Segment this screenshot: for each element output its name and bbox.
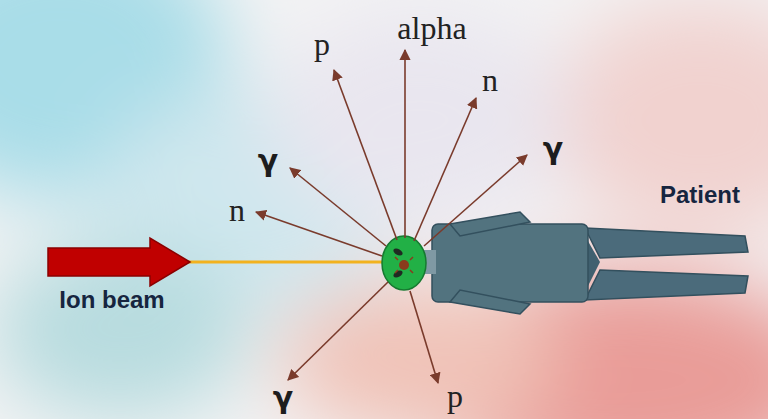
label-text: Patient — [660, 182, 740, 208]
particle-label: n — [482, 62, 498, 99]
beam-line — [188, 261, 386, 264]
figure-label: Ion beam — [59, 286, 164, 314]
particle-label: γ — [273, 380, 293, 415]
label-text: p — [314, 27, 330, 62]
particle-label: alpha — [397, 10, 466, 47]
figure-label: Patient — [660, 181, 740, 209]
label-text: Ion beam — [59, 287, 164, 313]
label-text: γ — [543, 132, 563, 165]
particle-label: p — [447, 378, 463, 415]
particle-label: n — [229, 192, 245, 229]
label-text: n — [482, 63, 498, 98]
label-text: γ — [258, 144, 278, 177]
particle-label: γ — [543, 131, 563, 166]
label-text: γ — [273, 381, 293, 414]
patient-figure — [382, 212, 748, 314]
label-text: p — [447, 379, 463, 414]
particle-label: γ — [258, 143, 278, 178]
beam-arrow — [48, 238, 190, 286]
emission-arrows — [256, 50, 527, 383]
label-text: n — [229, 193, 245, 228]
label-text: alpha — [397, 11, 466, 46]
particle-label: p — [314, 26, 330, 63]
